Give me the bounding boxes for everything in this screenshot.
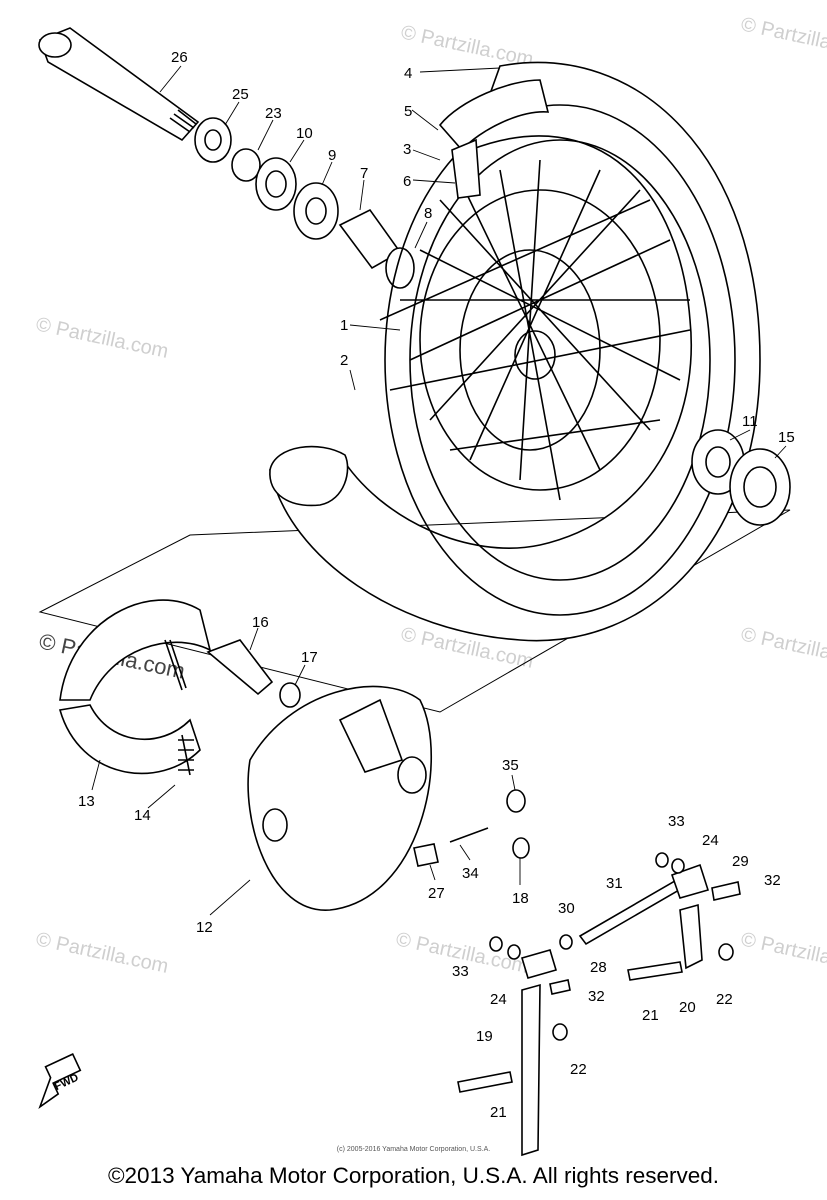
callout-8: 8	[424, 205, 432, 222]
washer-17	[279, 682, 301, 708]
joint-29	[670, 863, 710, 899]
washer-33-upper	[655, 852, 669, 868]
callout-15: 15	[778, 429, 795, 446]
wheel-assembly	[269, 61, 761, 642]
svg-text:© Partzilla.com: © Partzilla.com	[739, 928, 827, 978]
callout-7: 7	[360, 165, 368, 182]
svg-text:© Partzilla.com: © Partzilla.com	[34, 313, 170, 363]
footer-small-copyright: (c) 2005-2016 Yamaha Motor Corporation, …	[336, 1146, 491, 1153]
bush-35	[506, 789, 526, 813]
callout-23: 23	[265, 105, 282, 122]
seal-18	[512, 837, 530, 859]
callout-29: 29	[732, 853, 749, 870]
nut-30	[559, 934, 573, 950]
callout-13: 13	[78, 793, 95, 810]
svg-text:© Partzilla.com: © Partzilla.com	[34, 928, 170, 978]
cotter-pin-34	[449, 827, 489, 843]
callout-34: 34	[462, 865, 479, 882]
callout-5: 5	[404, 103, 412, 120]
axle	[38, 27, 200, 142]
pin-32-upper	[711, 881, 741, 901]
svg-text:© Partzilla.com: © Partzilla.com	[739, 623, 827, 673]
callout-35: 35	[502, 757, 519, 774]
callout-31: 31	[606, 875, 623, 892]
washer-33-lower	[489, 936, 503, 952]
svg-text:© Partzilla.com: © Partzilla.com	[739, 13, 827, 63]
rim-band-3	[451, 138, 481, 199]
callout-28: 28	[590, 959, 607, 976]
callout-33-upper: 33	[668, 813, 685, 830]
callout-30: 30	[558, 900, 575, 917]
callout-22-lower: 22	[570, 1061, 587, 1078]
callout-6: 6	[403, 173, 411, 190]
callout-4: 4	[404, 65, 412, 82]
callout-9: 9	[328, 147, 336, 164]
nut-27	[413, 843, 439, 867]
callout-11: 11	[742, 413, 758, 430]
callout-32-upper: 32	[764, 872, 781, 889]
callout-10: 10	[296, 125, 313, 142]
callout-22-upper: 22	[716, 991, 733, 1008]
seal-8	[385, 247, 415, 289]
arm-20	[679, 903, 703, 970]
brake-cam-16	[206, 639, 274, 696]
brake-rod-31	[578, 876, 688, 946]
joint-28	[521, 949, 557, 979]
tire-cross-section	[269, 445, 349, 507]
nut-22-lower	[552, 1023, 568, 1041]
brake-assembly-outline	[38, 509, 791, 713]
washer-24-upper	[671, 858, 685, 874]
callout-2: 2	[340, 352, 348, 369]
callout-16: 16	[252, 614, 269, 631]
callout-18: 18	[512, 890, 529, 907]
seal-15	[729, 448, 791, 526]
callout-17: 17	[301, 649, 318, 666]
spacer-23	[231, 148, 261, 182]
washer-25	[194, 117, 232, 163]
washer-24-lower	[507, 944, 521, 960]
callout-labels: 26 25 23 10 9 7 8 4 5 3 6 1 2 11 15 16 1…	[78, 49, 795, 1121]
bolt-21-upper	[627, 961, 683, 981]
callout-25: 25	[232, 86, 249, 103]
callout-24-lower: 24	[490, 991, 507, 1008]
callout-1: 1	[340, 317, 348, 334]
callout-21-lower: 21	[490, 1104, 507, 1121]
brake-shoes	[58, 599, 212, 775]
footer-copyright: ©2013 Yamaha Motor Corporation, U.S.A. A…	[107, 1163, 720, 1188]
spring-14	[178, 734, 194, 776]
callout-14: 14	[134, 807, 151, 824]
arm-19	[521, 983, 541, 1157]
callout-3: 3	[403, 141, 411, 158]
bolt-21-lower	[457, 1071, 513, 1093]
callout-32-lower: 32	[588, 988, 605, 1005]
callout-27: 27	[428, 885, 445, 902]
callout-12: 12	[196, 919, 213, 936]
pin-32-lower	[549, 979, 571, 995]
tube-5	[438, 79, 550, 152]
callout-21-upper: 21	[642, 1007, 659, 1024]
leader-lines	[91, 65, 787, 916]
wheel-hub	[514, 330, 556, 380]
bearing-9	[293, 182, 339, 240]
oil-seal-10	[255, 157, 297, 211]
nut-22-upper	[718, 943, 734, 961]
callout-19: 19	[476, 1028, 493, 1045]
callout-26: 26	[171, 49, 188, 66]
callout-20: 20	[679, 999, 696, 1016]
fwd-arrow-icon: FWD	[38, 1053, 82, 1110]
callout-33-lower: 33	[452, 963, 469, 980]
callout-24-upper: 24	[702, 832, 719, 849]
